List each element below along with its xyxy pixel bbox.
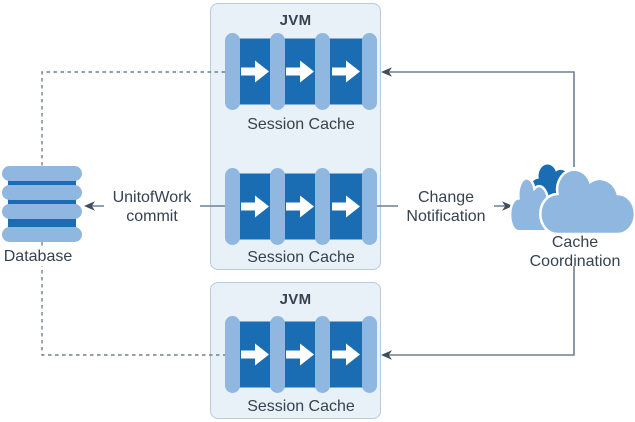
edge-db-to-bottom-cache xyxy=(41,242,225,356)
session-cache-icon-graphic xyxy=(225,316,377,393)
arrow-right-icon xyxy=(241,60,360,83)
cloud-icon xyxy=(508,164,635,235)
session-cache-icon xyxy=(225,33,377,115)
label-session-cache-bottom: Session Cache xyxy=(247,398,355,415)
session-cache-icon-graphic xyxy=(225,168,377,245)
label-change-notification: Change Notification xyxy=(398,188,494,226)
label-database: Database xyxy=(0,247,96,266)
arrow-right-icon xyxy=(241,195,360,218)
label-cache-coordination: Cache Coordination xyxy=(529,234,621,270)
label-session-cache-top: Session Cache xyxy=(247,116,355,133)
arrowhead-right-icon xyxy=(502,201,513,211)
edge-coordination-to-top-cache xyxy=(385,71,575,167)
session-cache-icon xyxy=(225,316,377,398)
jvm-title-top: JVM xyxy=(279,12,312,29)
arrowhead-left-icon xyxy=(84,201,95,211)
session-cache-icon-graphic xyxy=(225,33,377,110)
jvm-title-bottom: JVM xyxy=(279,291,312,308)
label-session-cache-middle: Session Cache xyxy=(247,249,355,266)
edge-db-to-top-cache xyxy=(41,71,225,166)
arrowhead-left-icon xyxy=(381,67,392,77)
database-icon xyxy=(2,166,82,242)
session-cache-icon xyxy=(225,168,377,250)
arrowhead-left-icon xyxy=(381,350,392,360)
label-unit-of-work: UnitofWork commit xyxy=(104,188,200,226)
arrow-right-icon xyxy=(241,343,360,366)
edge-coordination-to-bottom-cache xyxy=(385,266,575,356)
